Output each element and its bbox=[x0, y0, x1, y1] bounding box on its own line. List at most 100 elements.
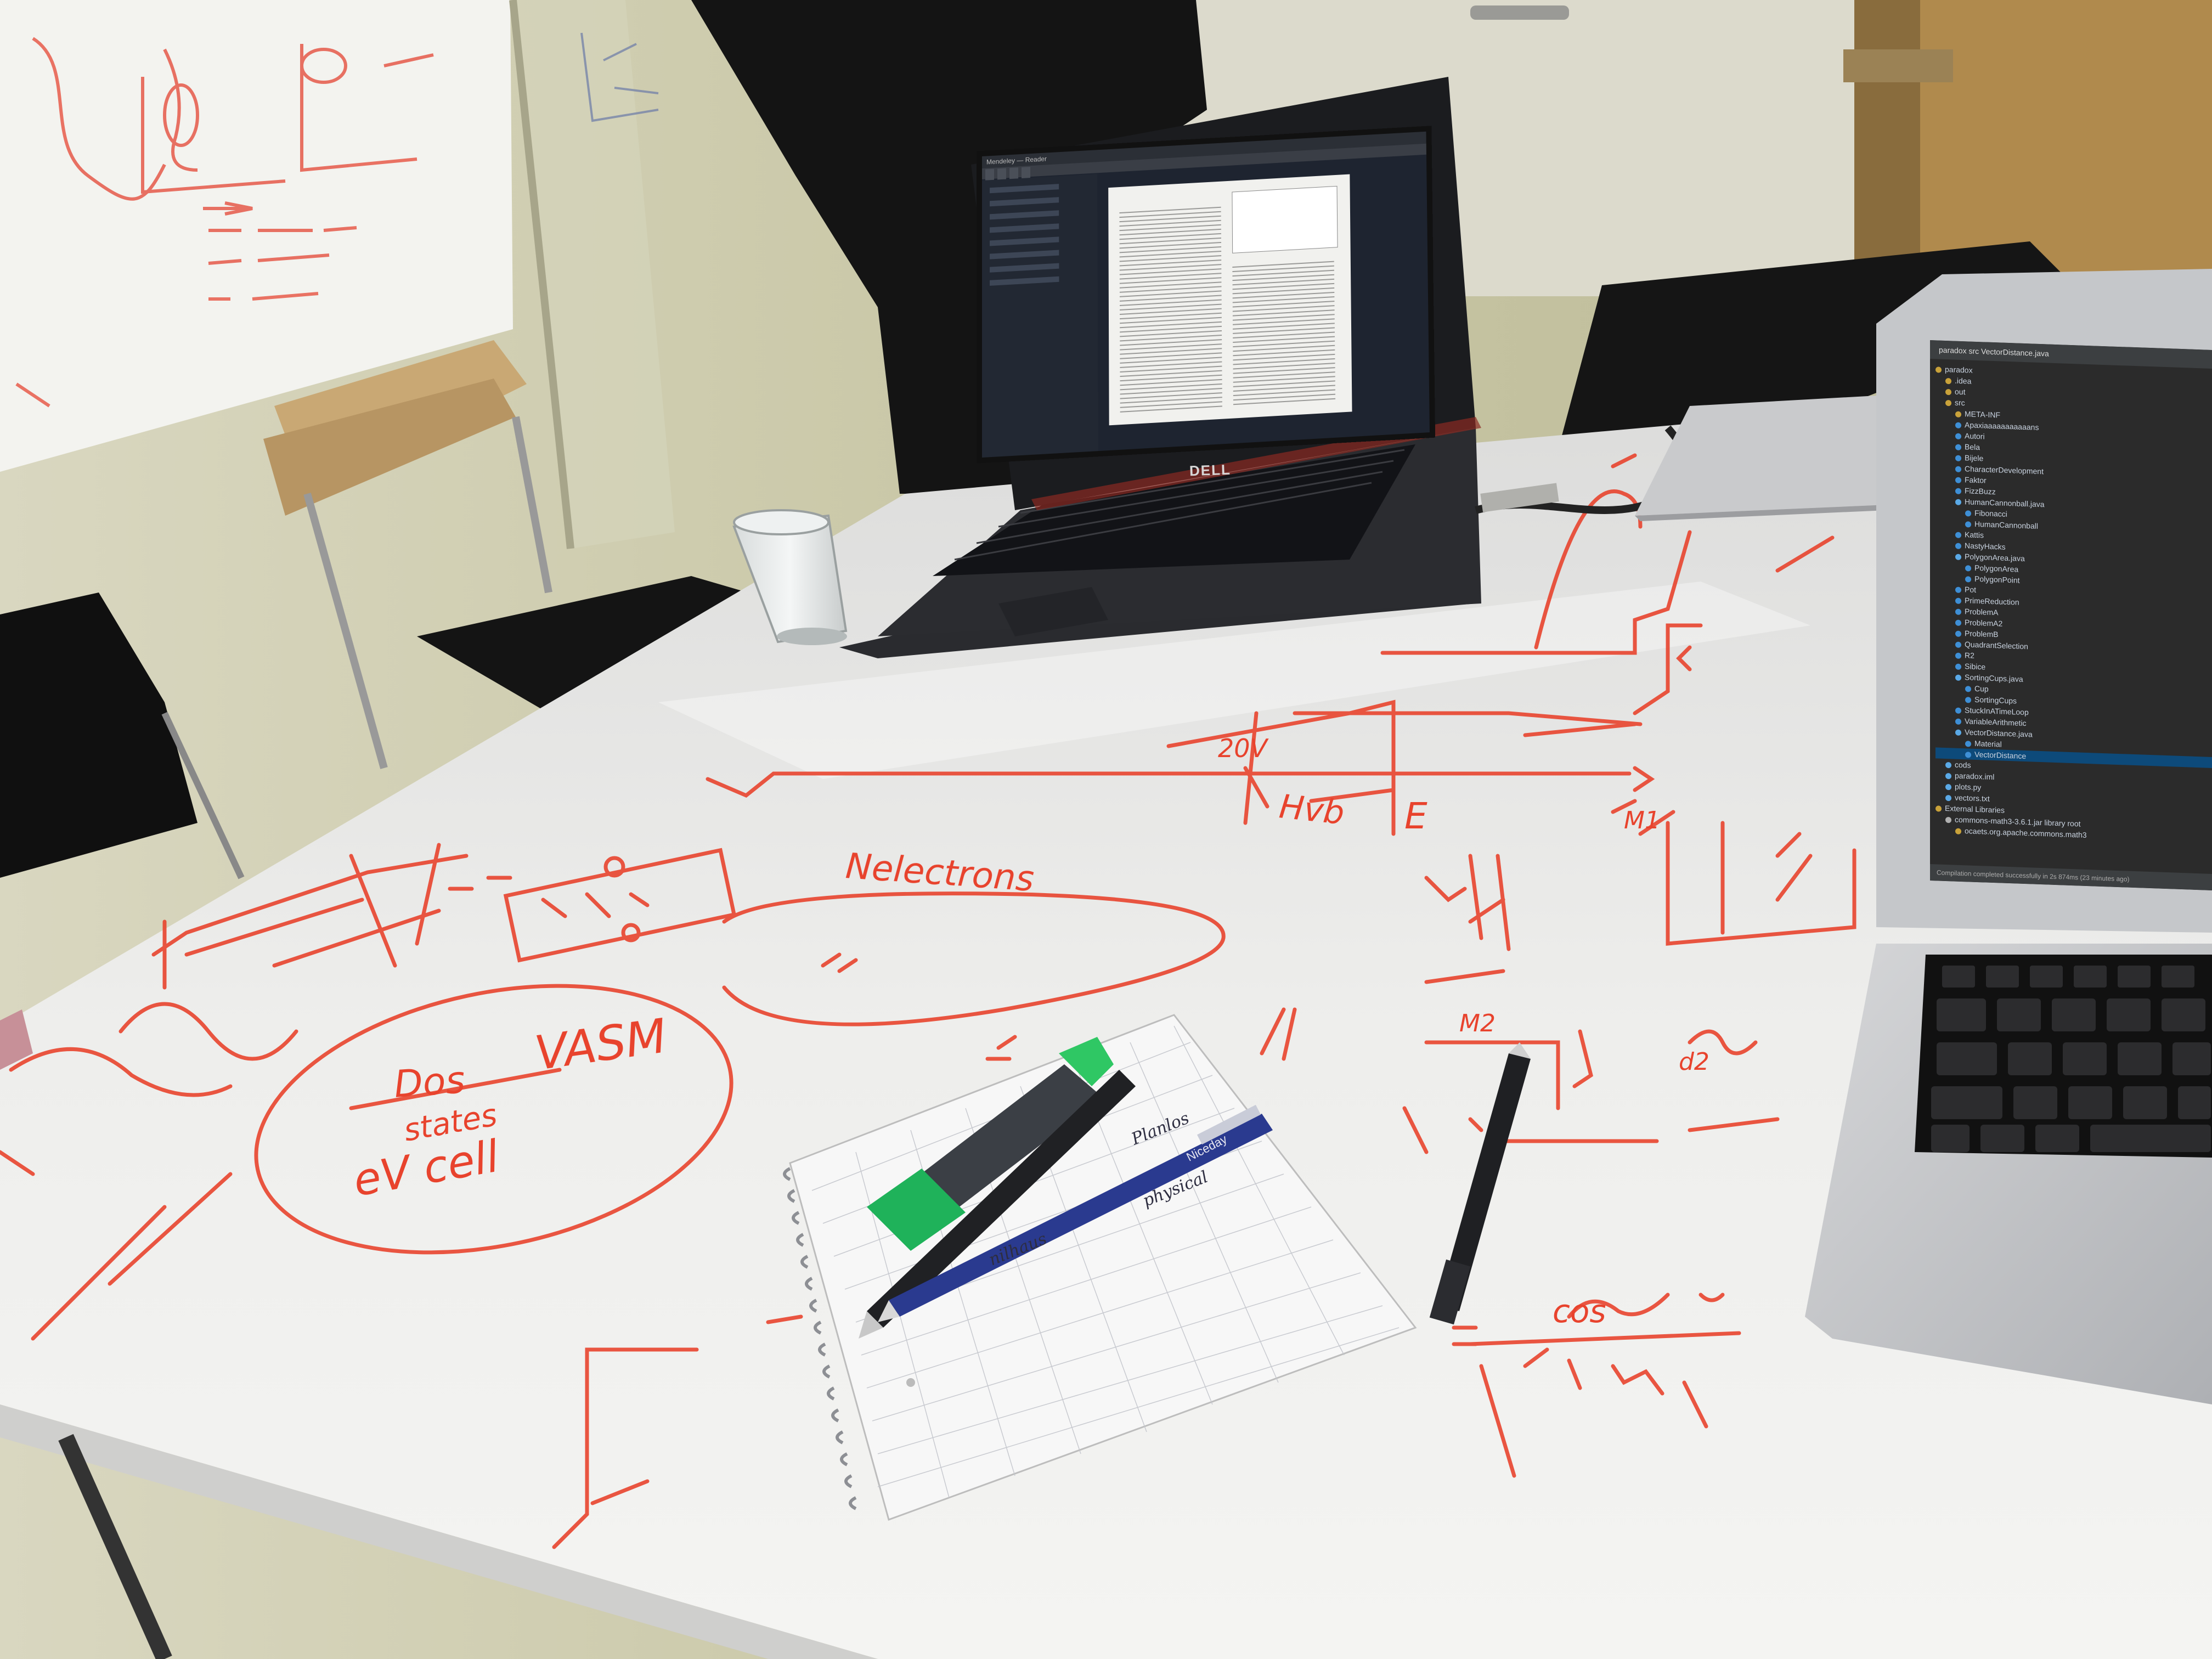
folder-icon bbox=[1955, 828, 1961, 834]
file-icon bbox=[1965, 521, 1971, 527]
ide-tree-label: PolygonArea.java bbox=[1965, 552, 2025, 563]
dell-tab[interactable] bbox=[997, 168, 1006, 180]
ide-tree-label: SortingCups bbox=[1974, 695, 2017, 706]
folder-icon bbox=[1955, 411, 1961, 417]
ide-tree-label: External Libraries bbox=[1945, 804, 2005, 815]
ide-tree-label: Apaxiaaaaaaaaaaans bbox=[1965, 420, 2039, 432]
ide-project-tree: paradox.ideaoutsrcMETA-INFApaxiaaaaaaaaa… bbox=[1930, 359, 2212, 845]
file-icon bbox=[1965, 752, 1971, 758]
word-m1: M1 bbox=[1624, 806, 1660, 834]
file-icon bbox=[1955, 608, 1961, 614]
ide-tree-label: PrimeReduction bbox=[1965, 596, 2019, 606]
dell-tab[interactable] bbox=[1009, 167, 1018, 179]
file-icon bbox=[1955, 597, 1961, 603]
file-icon bbox=[1945, 795, 1951, 801]
file-icon bbox=[1955, 707, 1961, 713]
folder-icon bbox=[1936, 805, 1942, 811]
file-icon bbox=[1945, 762, 1951, 768]
ide-tree-label: ProblemB bbox=[1965, 629, 1998, 639]
ide-tree-label: Kattis bbox=[1965, 530, 1984, 539]
ide-tree-label: paradox.iml bbox=[1955, 771, 1994, 782]
file-icon bbox=[1945, 784, 1951, 790]
ide-tree-label: Material bbox=[1974, 739, 2002, 749]
dell-tab[interactable] bbox=[985, 169, 994, 180]
folder-icon bbox=[1945, 389, 1951, 395]
dell-sidebar bbox=[982, 174, 1098, 458]
file-icon bbox=[1955, 630, 1961, 636]
folder-icon bbox=[1945, 378, 1951, 384]
ide-tree-label: SortingCups.java bbox=[1965, 673, 2023, 684]
file-icon bbox=[1945, 817, 1951, 823]
word-hvb: Hvb bbox=[1277, 787, 1346, 832]
ide-tree-label: cods bbox=[1955, 760, 1971, 770]
pdf-column-right bbox=[1232, 258, 1335, 408]
file-icon bbox=[1955, 499, 1961, 505]
ide-tree-label: QuadrantSelection bbox=[1965, 640, 2028, 651]
word-d2: d2 bbox=[1679, 1048, 1709, 1076]
ide-tree-label: Fibonacci bbox=[1974, 509, 2007, 518]
ide-tree-label: VectorDistance.java bbox=[1965, 727, 2033, 738]
ide-tree-label: plots.py bbox=[1955, 782, 1981, 792]
ide-tree-label: Pot bbox=[1965, 585, 1976, 594]
ide-tree-label: NastyHacks bbox=[1965, 541, 2006, 551]
file-icon bbox=[1965, 565, 1971, 571]
ide-tree-label: Sibice bbox=[1965, 662, 1985, 671]
ide-tree-label: vectors.txt bbox=[1955, 793, 1990, 803]
ide-tree-label: ProblemA bbox=[1965, 607, 1998, 617]
dell-tab[interactable] bbox=[1022, 167, 1030, 178]
word-e: E bbox=[1404, 795, 1427, 837]
dell-screen: Mendeley — Reader bbox=[982, 132, 1430, 458]
file-icon bbox=[1955, 554, 1961, 560]
pdf-column-left bbox=[1119, 204, 1222, 414]
file-icon bbox=[1965, 741, 1971, 747]
file-icon bbox=[1955, 619, 1961, 625]
file-icon bbox=[1945, 773, 1951, 779]
file-icon bbox=[1955, 652, 1961, 658]
notebook-hole bbox=[906, 1378, 915, 1387]
file-icon bbox=[1965, 686, 1971, 692]
ide-tree-label: Faktor bbox=[1965, 475, 1987, 484]
ide-tree-label: out bbox=[1955, 387, 1965, 397]
ide-tree-label: R2 bbox=[1965, 651, 1974, 660]
macbook-screen-ide: paradox src VectorDistance.java paradox.… bbox=[1930, 340, 2212, 890]
ide-tree-label: src bbox=[1955, 398, 1965, 408]
ide-tree-label: Bijele bbox=[1965, 453, 1983, 462]
file-icon bbox=[1955, 641, 1961, 647]
ide-tree-label: Cup bbox=[1974, 684, 1989, 693]
folder-icon bbox=[1945, 400, 1951, 406]
door-handle bbox=[1470, 5, 1569, 20]
file-icon bbox=[1955, 433, 1961, 439]
file-icon bbox=[1955, 543, 1961, 549]
pdf-figure bbox=[1232, 186, 1338, 253]
ide-tree-label: Autori bbox=[1965, 431, 1985, 441]
ide-tree-label: Bela bbox=[1965, 442, 1980, 452]
ide-tree-label: HumanCannonball bbox=[1974, 520, 2038, 531]
file-icon bbox=[1955, 488, 1961, 494]
folder-icon bbox=[1936, 366, 1942, 373]
ide-tree-label: PolygonPoint bbox=[1974, 574, 2020, 585]
word-dos: Dos bbox=[393, 1058, 467, 1107]
file-icon bbox=[1965, 576, 1971, 582]
file-icon bbox=[1955, 674, 1961, 680]
file-icon bbox=[1955, 532, 1961, 538]
file-icon bbox=[1965, 510, 1971, 516]
file-icon bbox=[1955, 718, 1961, 724]
file-icon bbox=[1955, 729, 1961, 735]
file-icon bbox=[1955, 422, 1961, 428]
ide-tree-label: PolygonArea bbox=[1974, 563, 2018, 574]
word-m2: M2 bbox=[1459, 1009, 1496, 1037]
file-icon bbox=[1955, 455, 1961, 461]
word-cos: cos bbox=[1553, 1293, 1606, 1330]
file-icon bbox=[1955, 444, 1961, 450]
dell-logo: DELL bbox=[1189, 461, 1231, 480]
ide-tree-label: StuckInATimeLoop bbox=[1965, 706, 2029, 716]
file-icon bbox=[1955, 477, 1961, 483]
pdf-page bbox=[1108, 174, 1352, 426]
ide-tree-label: ProblemA2 bbox=[1965, 618, 2002, 628]
ide-tree-label: META-INF bbox=[1965, 409, 2000, 419]
file-icon bbox=[1965, 697, 1971, 703]
file-icon bbox=[1955, 466, 1961, 472]
file-icon bbox=[1955, 663, 1961, 669]
ide-tree-label: VariableArithmetic bbox=[1965, 716, 2027, 727]
shelf-box bbox=[1843, 49, 1953, 82]
